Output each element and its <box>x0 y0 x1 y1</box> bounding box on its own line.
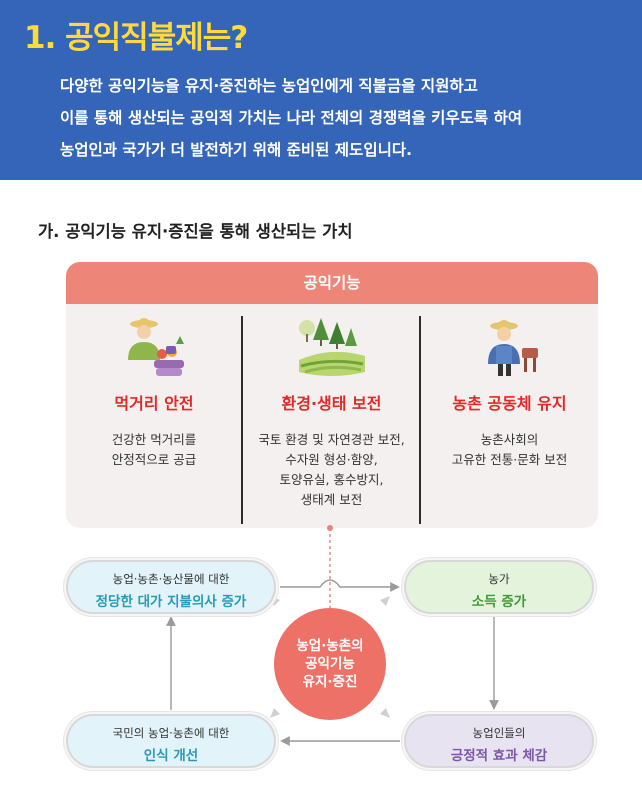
pill-subtitle: 농업인들의 <box>472 726 526 740</box>
pill-title: 긍정적 효과 체감 <box>450 748 548 764</box>
desc-line: 고유한 전통·문화 보전 <box>451 452 568 467</box>
positive-effect: 농업인들의 긍정적 효과 체감 <box>406 716 592 766</box>
awareness-improvement: 국민의 농업·농촌에 대한 인식 개선 <box>68 716 274 766</box>
column-divider <box>241 316 243 524</box>
arrow-to-income <box>280 579 400 592</box>
function-title: 환경·생태 보전 <box>281 394 382 413</box>
radiating-arrows <box>270 596 390 718</box>
page-title: 1. 공익직불제는? <box>24 20 248 56</box>
function-environment: 환경·생태 보전 국토 환경 및 자연경관 보전, 수자원 형성·함양, 토양유… <box>243 304 420 528</box>
pill-subtitle: 농업·농촌·농산물에 대한 <box>112 572 230 586</box>
farmer-community-icon <box>487 320 538 376</box>
function-title: 농촌 공동체 유지 <box>452 394 567 413</box>
pill-title: 소득 증가 <box>471 594 527 610</box>
section-heading: 가. 공익기능 유지·증진을 통해 생산되는 가치 <box>38 222 353 241</box>
center-line: 농업·농촌의 <box>296 638 364 654</box>
function-description: 국토 환경 및 자연경관 보전, 수자원 형성·함양, 토양유실, 홍수방지, … <box>247 430 416 510</box>
intro-banner: 1. 공익직불제는? 다양한 공익기능을 유지·증진하는 농업인에게 직불금을 … <box>0 0 642 180</box>
function-community: 농촌 공동체 유지 농촌사회의 고유한 전통·문화 보전 <box>421 304 598 528</box>
intro-line-1: 다양한 공익기능을 유지·증진하는 농업인에게 직불금을 지원하고 <box>60 77 478 95</box>
fair-price-willingness: 농업·농촌·농산물에 대한 정당한 대가 지불의사 증가 <box>68 562 274 612</box>
desc-line: 수자원 형성·함양, <box>285 452 378 467</box>
farmer-food-icon <box>128 318 184 376</box>
center-line: 공익기능 <box>305 656 355 672</box>
pill-subtitle: 농가 <box>488 572 510 586</box>
forest-field-icon <box>298 318 365 376</box>
pill-title: 정당한 대가 지불의사 증가 <box>95 594 247 610</box>
desc-line: 건강한 먹거리를 <box>111 432 197 447</box>
function-description: 건강한 먹거리를 안정적으로 공급 <box>70 430 238 470</box>
desc-line: 토양유실, 홍수방지, <box>279 472 384 487</box>
pill-title: 인식 개선 <box>143 748 199 764</box>
column-divider <box>419 316 421 524</box>
link-dot <box>327 525 333 531</box>
function-description: 농촌사회의 고유한 전통·문화 보전 <box>425 430 594 470</box>
center-line: 유지·증진 <box>302 674 358 690</box>
desc-line: 농촌사회의 <box>480 432 539 447</box>
pill-subtitle: 국민의 농업·농촌에 대한 <box>112 726 230 740</box>
function-title: 먹거리 안전 <box>114 394 194 413</box>
intro-line-2: 이를 통해 생산되는 공익적 가치는 나라 전체의 경쟁력을 키우도록 하여 <box>60 109 523 127</box>
function-food-safety: 먹거리 안전 건강한 먹거리를 안정적으로 공급 <box>66 304 242 528</box>
desc-line: 안정적으로 공급 <box>111 452 197 467</box>
public-functions-header: 공익기능 <box>66 262 598 304</box>
desc-line: 생태계 보전 <box>300 492 363 507</box>
center-public-function-circle: 농업·농촌의 공익기능 유지·증진 <box>274 608 386 720</box>
desc-line: 국토 환경 및 자연경관 보전, <box>258 432 405 447</box>
income-increase: 농가 소득 증가 <box>406 562 592 612</box>
public-functions-panel: 공익기능 먹거리 안전 건강한 먹거리를 안정적으로 공급 <box>66 262 598 528</box>
intro-description: 다양한 공익기능을 유지·증진하는 농업인에게 직불금을 지원하고 이를 통해 … <box>60 70 630 166</box>
intro-line-3: 농업인과 국가가 더 발전하기 위해 준비된 제도입니다. <box>60 141 412 159</box>
